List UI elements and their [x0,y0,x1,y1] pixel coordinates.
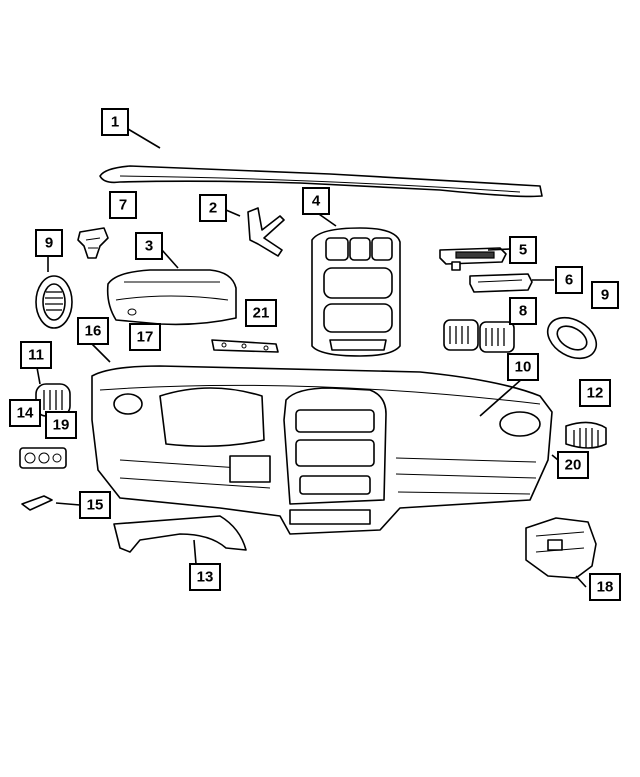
svg-text:1: 1 [111,114,119,131]
callout-5: 5 [509,236,537,264]
svg-text:4: 4 [312,193,321,210]
svg-text:13: 13 [197,569,214,586]
svg-text:3: 3 [145,238,153,255]
callout-3: 3 [135,232,163,260]
callout-19: 19 [45,411,77,439]
svg-text:5: 5 [519,242,527,259]
part-7-push-pin [77,227,109,259]
part-9-left-vent [35,275,73,329]
part-2-bracket [247,207,285,257]
callout-6: 6 [555,266,583,294]
callout-9-left: 9 [35,229,63,257]
svg-text:12: 12 [587,385,604,402]
callout-14: 14 [9,399,41,427]
callout-11: 11 [20,341,52,369]
part-3-instrument-cluster [106,269,237,326]
svg-text:9: 9 [601,287,609,304]
svg-text:8: 8 [519,303,527,320]
svg-text:15: 15 [87,497,104,514]
part-5-switch-bezel [439,247,507,271]
svg-text:6: 6 [565,272,573,289]
part-10-instrument-panel [91,365,553,535]
callout-18: 18 [589,573,621,601]
part-13-knee-bolster [113,515,247,553]
svg-text:21: 21 [253,305,270,322]
callout-16: 16 [77,317,109,345]
callout-2: 2 [199,194,227,222]
svg-text:17: 17 [137,329,154,346]
callout-17: 17 [129,323,161,351]
svg-text:2: 2 [209,200,217,217]
part-8-center-vents [443,319,515,353]
part-4-center-bezel [311,227,401,357]
part-15-clip [21,495,53,511]
callout-21: 21 [245,299,277,327]
part-6-module [469,273,533,293]
callout-12: 12 [579,379,611,407]
callout-20: 20 [557,451,589,479]
svg-text:18: 18 [597,579,614,596]
part-1-top-cover [99,165,543,198]
svg-text:7: 7 [119,197,127,214]
callout-9-right: 9 [591,281,619,309]
svg-text:14: 14 [17,405,34,422]
part-switch-panel [19,447,67,469]
part-18-module [525,517,597,579]
callout-10: 10 [507,353,539,381]
svg-text:19: 19 [53,417,70,434]
callout-4: 4 [302,187,330,215]
callout-13: 13 [189,563,221,591]
callout-15: 15 [79,491,111,519]
part-21-bracket [211,339,279,353]
svg-text:20: 20 [565,457,582,474]
part-9-right-vent [546,316,598,360]
svg-text:10: 10 [515,359,532,376]
part-12-20-right-outlet [565,421,607,449]
callout-8: 8 [509,297,537,325]
callout-7: 7 [109,191,137,219]
svg-text:16: 16 [85,323,102,340]
svg-text:9: 9 [45,235,53,252]
callout-1: 1 [101,108,129,136]
svg-text:11: 11 [28,347,44,364]
